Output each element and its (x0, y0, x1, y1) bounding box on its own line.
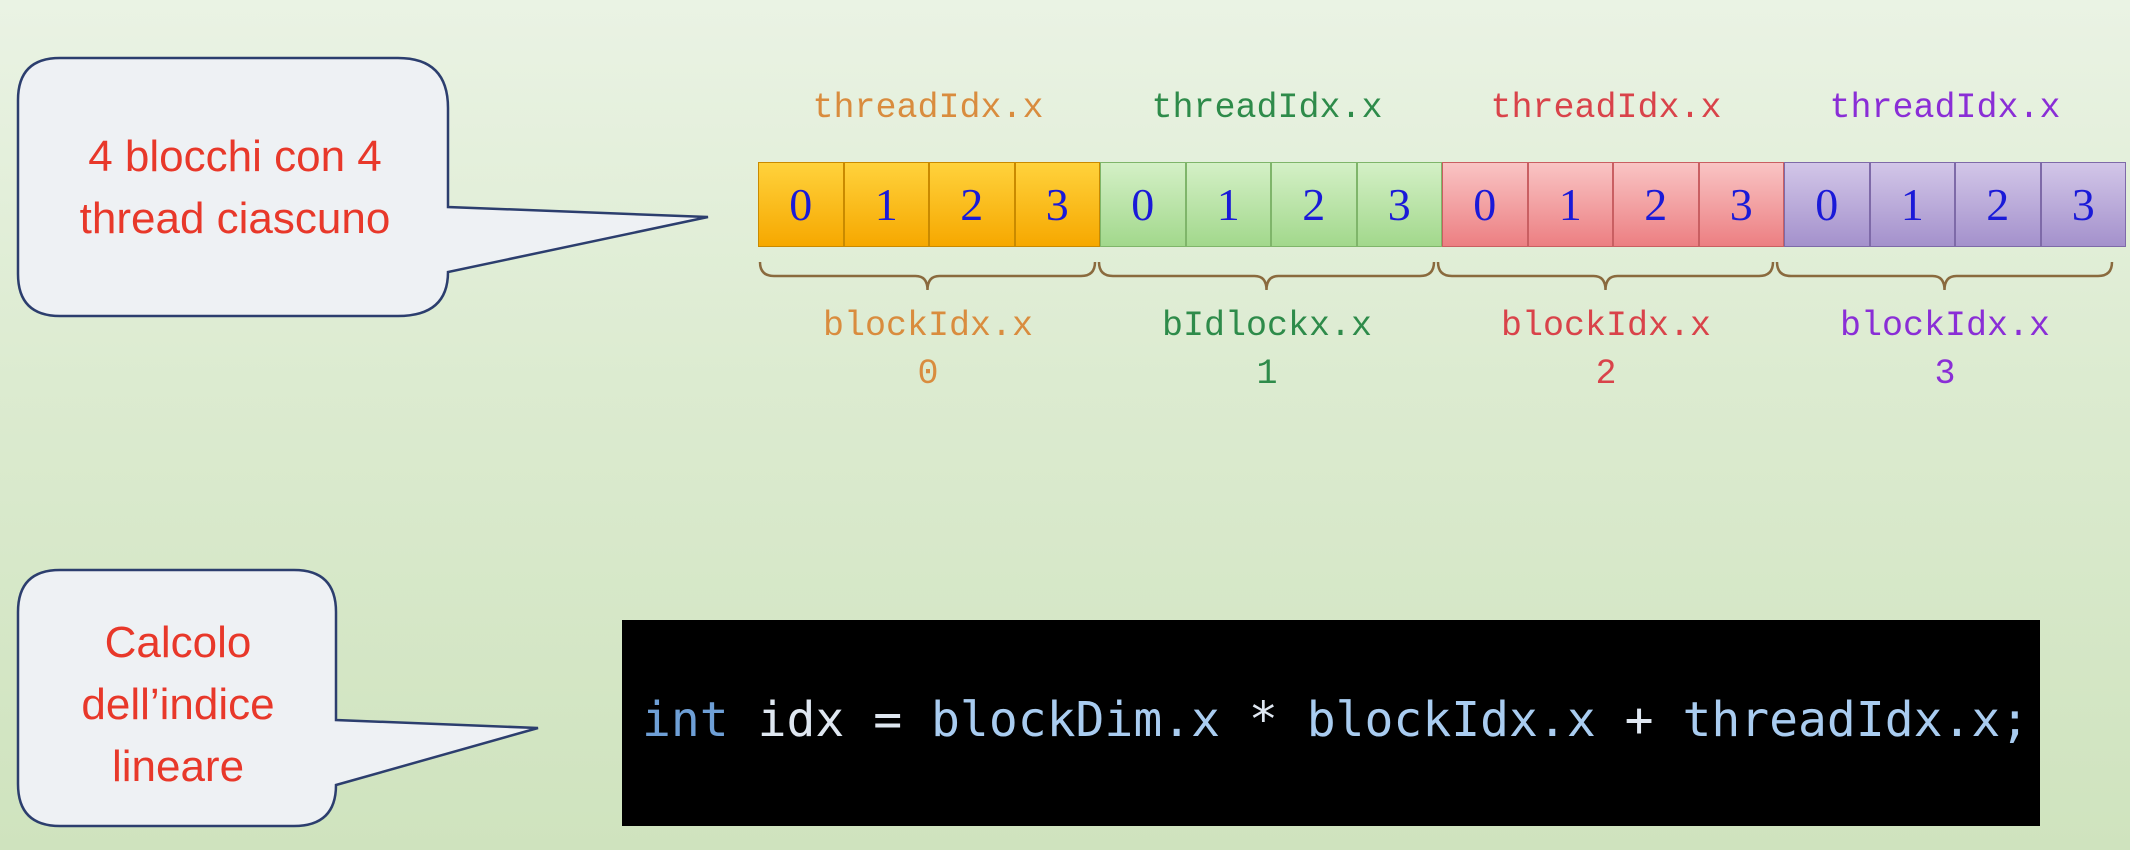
callout-bubble-index (16, 568, 539, 828)
code-var: idx (757, 692, 845, 748)
block-index-1: 1 (1256, 354, 1278, 394)
block-index-2: 2 (1595, 354, 1617, 394)
callout-index-line-2: dell’indice (81, 680, 275, 729)
callout-index-line-1: Calcolo (104, 618, 252, 667)
thread-label-block-1: threadIdx.x (1151, 88, 1383, 128)
thread-label-block-3: threadIdx.x (1829, 88, 2061, 128)
code-term-1: blockDim.x (931, 692, 1221, 748)
brace-block-1 (1097, 261, 1436, 291)
thread-cell: 1 (843, 162, 929, 247)
thread-cell: 2 (1955, 162, 2041, 247)
thread-label-block-0: threadIdx.x (812, 88, 1044, 128)
callout-index-text: Calcolo dell’indice lineare (30, 612, 326, 798)
block-index-0: 0 (917, 354, 939, 394)
thread-cell: 2 (929, 162, 1015, 247)
thread-cell: 3 (1014, 162, 1100, 247)
code-eq: = (873, 692, 903, 748)
brace-block-0 (758, 261, 1097, 291)
thread-cell: 0 (758, 162, 844, 247)
brace-block-2 (1436, 261, 1775, 291)
callout-blocks-line-1: 4 blocchi con 4 (88, 132, 382, 181)
brace-block-3 (1775, 261, 2114, 291)
thread-cell: 0 (1442, 162, 1528, 247)
thread-cell: 2 (1613, 162, 1699, 247)
callout-bubble-blocks (16, 56, 709, 318)
thread-array: 0 1 2 3 0 1 2 3 0 1 2 3 0 1 2 3 (758, 162, 2126, 247)
thread-cell: 3 (1356, 162, 1442, 247)
code-box: int idx = blockDim.x * blockIdx.x + thre… (622, 620, 2040, 826)
callout-index-line-3: lineare (111, 742, 245, 791)
block-braces (758, 261, 2114, 291)
block-1: 0 1 2 3 (1100, 162, 1442, 247)
thread-label-block-2: threadIdx.x (1490, 88, 1722, 128)
thread-cell: 3 (1698, 162, 1784, 247)
code-keyword: int (642, 692, 729, 748)
code-line: int idx = blockDim.x * blockIdx.x + thre… (642, 692, 2029, 748)
code-mul: * (1248, 692, 1278, 748)
block-2: 0 1 2 3 (1442, 162, 1784, 247)
thread-cell: 1 (1185, 162, 1271, 247)
block-label-1: bIdlockx.x (1161, 306, 1373, 346)
code-plus: + (1624, 692, 1654, 748)
callout-blocks-text: 4 blocchi con 4 thread ciascuno (40, 126, 430, 250)
thread-cell: 3 (2040, 162, 2126, 247)
code-term-2: blockIdx.x (1306, 692, 1596, 748)
block-label-2: blockIdx.x (1500, 306, 1712, 346)
thread-cell: 0 (1100, 162, 1186, 247)
thread-cell: 2 (1271, 162, 1357, 247)
block-0: 0 1 2 3 (758, 162, 1100, 247)
thread-cell: 0 (1784, 162, 1870, 247)
code-term-3: threadIdx.x; (1682, 692, 2030, 748)
thread-cell: 1 (1869, 162, 1955, 247)
block-index-3: 3 (1934, 354, 1956, 394)
callout-blocks-line-2: thread ciascuno (79, 194, 391, 243)
block-label-0: blockIdx.x (822, 306, 1034, 346)
thread-cell: 1 (1527, 162, 1613, 247)
block-label-3: blockIdx.x (1839, 306, 2051, 346)
block-3: 0 1 2 3 (1784, 162, 2126, 247)
